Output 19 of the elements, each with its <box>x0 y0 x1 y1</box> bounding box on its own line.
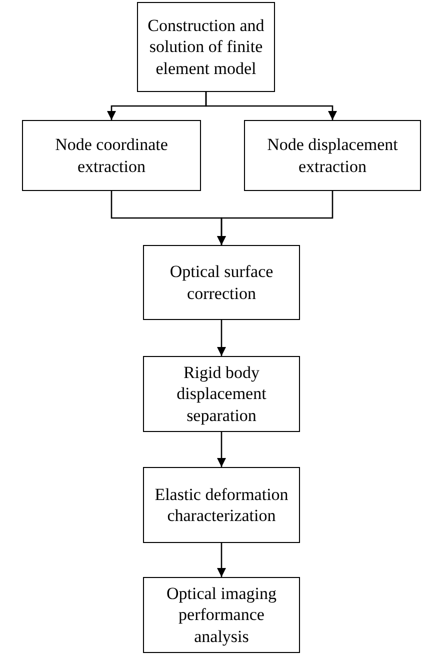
process-box <box>143 245 300 320</box>
box-label: Optical surface correction <box>168 261 274 304</box>
box-label: Node coordinate extraction <box>54 134 169 177</box>
box-label: Rigid body displacement separation <box>176 362 268 426</box>
process-box <box>137 2 275 92</box>
process-box <box>143 577 300 653</box>
process-box <box>22 120 201 191</box>
box-label: Optical imaging performance analysis <box>165 583 278 647</box>
arrow <box>217 191 334 245</box>
process-box <box>143 467 300 543</box>
process-box <box>244 120 421 191</box>
box-label: Elastic deformation characterization <box>154 484 290 526</box>
box-label: Construction and solution of finite element model <box>146 15 266 79</box>
arrow <box>217 432 226 467</box>
arrow <box>217 543 226 577</box>
arrow <box>205 92 337 120</box>
process-box <box>143 356 300 432</box>
arrow <box>217 320 226 356</box>
box-label: Node displacement extraction <box>266 134 399 177</box>
